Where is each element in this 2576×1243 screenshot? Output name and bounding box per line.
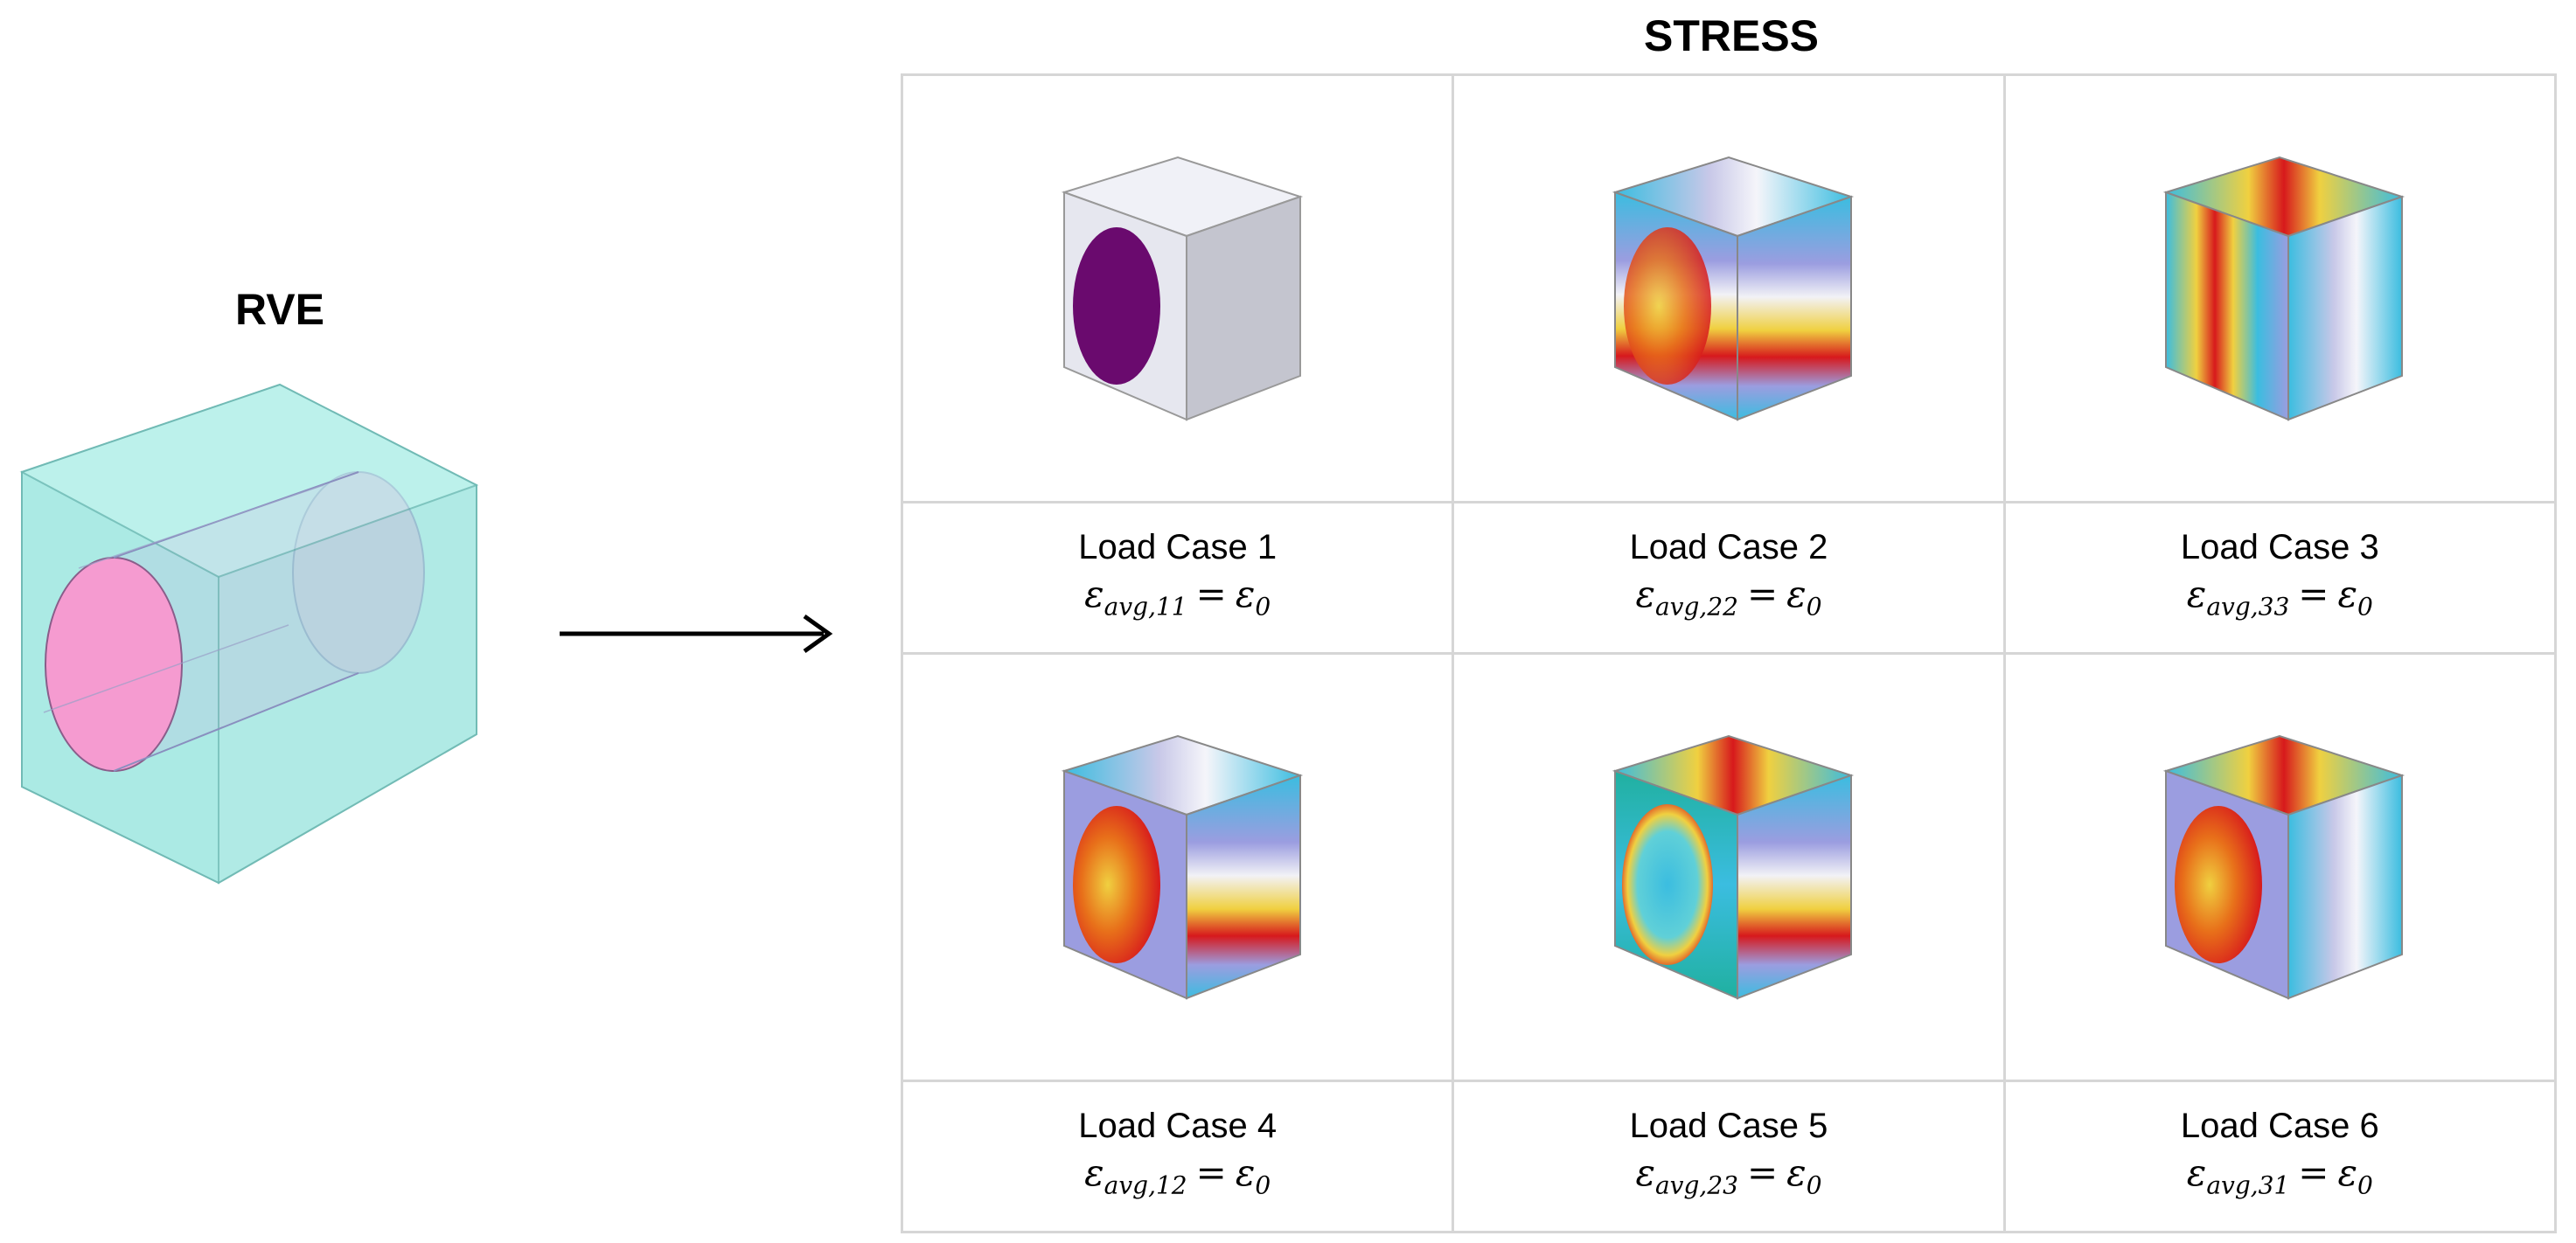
stress-title: STRESS — [1643, 11, 1820, 60]
load-case-3-equation: εavg,33=ε0 — [2186, 572, 2373, 622]
load-case-1-label: Load Case 1 εavg,11=ε0 — [900, 501, 1455, 655]
cube-load-case-3 — [2163, 156, 2405, 421]
cube-load-case-2 — [1612, 156, 1855, 421]
load-case-4-equation: εavg,12=ε0 — [1084, 1150, 1271, 1200]
rve-title: RVE — [235, 285, 324, 334]
load-case-2-equation: εavg,22=ε0 — [1635, 572, 1822, 622]
cube-load-case-6 — [2163, 734, 2405, 1000]
load-case-4-image — [900, 652, 1455, 1082]
load-case-2-label: Load Case 2 εavg,22=ε0 — [1452, 501, 2006, 655]
load-case-5-equation: εavg,23=ε0 — [1635, 1150, 1822, 1200]
load-case-3-label: Load Case 3 εavg,33=ε0 — [2002, 501, 2558, 655]
load-case-4-label: Load Case 4 εavg,12=ε0 — [900, 1080, 1455, 1233]
cube-load-case-5 — [1612, 734, 1855, 1000]
load-case-6-label: Load Case 6 εavg,31=ε0 — [2002, 1080, 2558, 1233]
load-case-5-image — [1452, 652, 2006, 1082]
load-case-2-image — [1452, 73, 2006, 503]
load-case-6-equation: εavg,31=ε0 — [2186, 1150, 2373, 1200]
cube-load-case-1 — [1061, 156, 1303, 421]
load-case-5-label: Load Case 5 εavg,23=ε0 — [1452, 1080, 2006, 1233]
rve-cube-figure — [19, 383, 479, 885]
load-case-grid: Load Case 1 εavg,11=ε0 Load Case 2 εavg,… — [900, 73, 2558, 1233]
cube-load-case-4 — [1061, 734, 1303, 1000]
load-case-1-equation: εavg,11=ε0 — [1084, 572, 1271, 622]
arrow-right-icon — [560, 614, 833, 654]
load-case-6-image — [2002, 652, 2558, 1082]
load-case-1-image — [900, 73, 1455, 503]
load-case-3-image — [2002, 73, 2558, 503]
